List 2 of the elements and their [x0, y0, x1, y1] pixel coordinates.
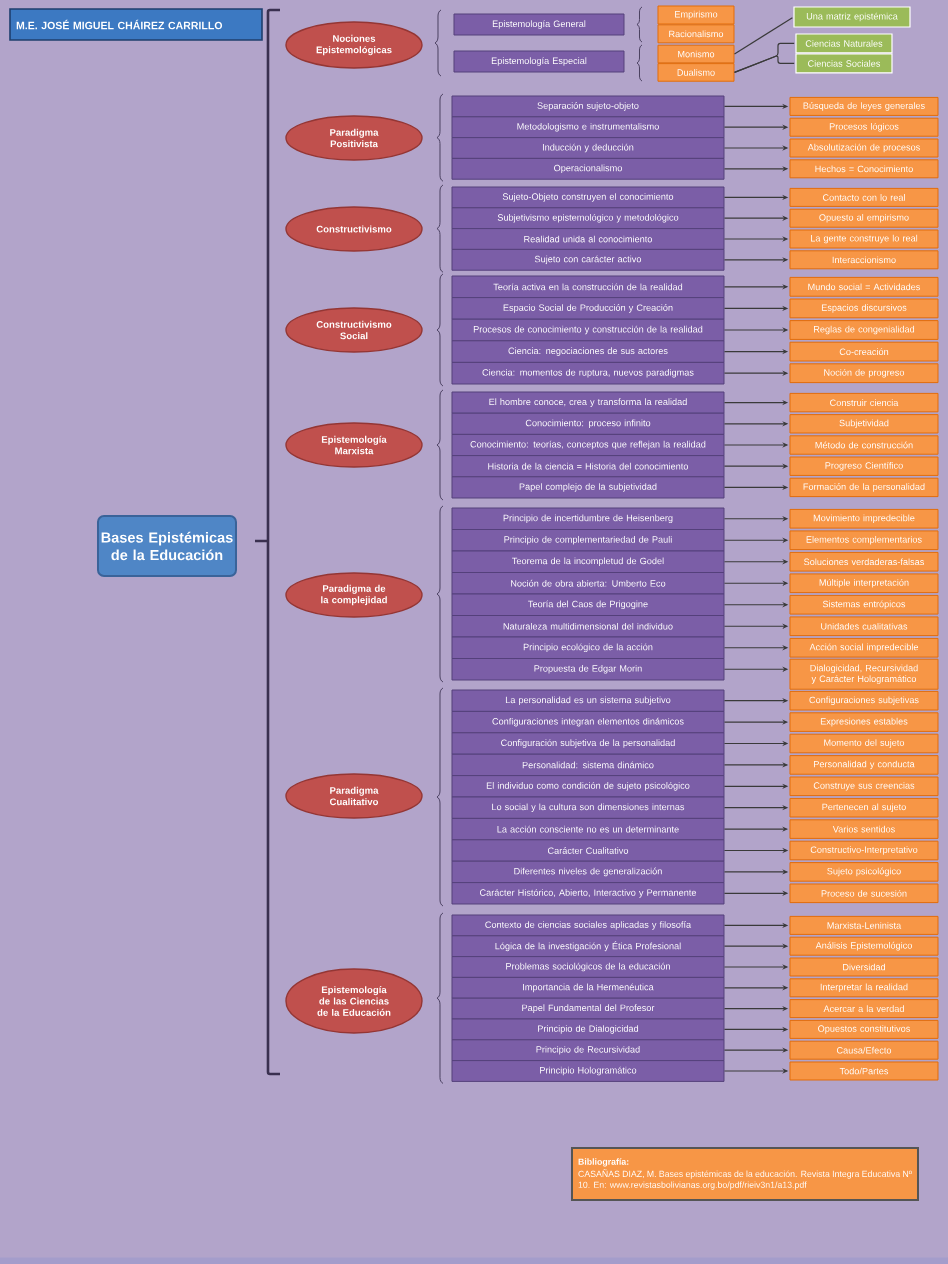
connector-line: [733, 55, 795, 73]
connector-line: [733, 17, 793, 55]
